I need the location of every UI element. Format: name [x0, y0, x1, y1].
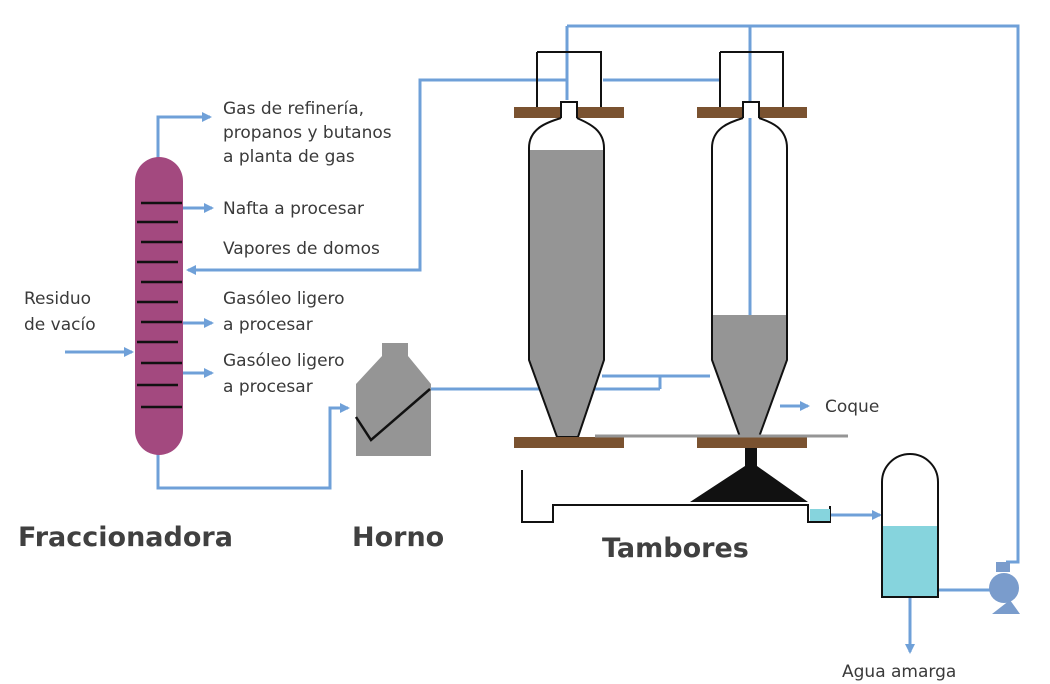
- coke-pit: [521, 448, 831, 523]
- tambores-title: Tambores: [602, 533, 749, 564]
- gasoleo2-label-line2: a procesar: [223, 377, 313, 397]
- agua-amarga-label: Agua amarga: [842, 662, 956, 682]
- overhead-header: [567, 24, 1020, 564]
- bottoms-to-furnace-pipe: [156, 403, 350, 490]
- gasoleo1-label-line1: Gasóleo ligero: [223, 289, 345, 309]
- gas-label-line2: propanos y butanos: [223, 123, 392, 143]
- residuo-label-line2: de vacío: [24, 315, 96, 335]
- coke-drum-1: [514, 51, 624, 448]
- gasoleo2-label-line1: Gasóleo ligero: [223, 351, 345, 371]
- pump-icon: [989, 562, 1020, 614]
- vapores-label: Vapores de domos: [223, 239, 380, 259]
- residuo-label-line1: Residuo: [24, 289, 91, 309]
- vapores-pipe: [186, 78, 567, 275]
- coke-drum-2: [697, 51, 807, 448]
- furnace: [354, 343, 431, 456]
- gas-label-line1: Gas de refinería,: [223, 99, 364, 119]
- nafta-label: Nafta a procesar: [223, 199, 364, 219]
- gas-label-line3: a planta de gas: [223, 147, 355, 167]
- gas-outlet-pipe: [156, 112, 212, 160]
- fractionator-column: [135, 157, 183, 455]
- coque-label: Coque: [825, 397, 879, 417]
- gasoleo1-label-line2: a procesar: [223, 315, 313, 335]
- pipes: [65, 24, 1020, 654]
- fraccionadora-title: Fraccionadora: [18, 522, 233, 553]
- water-separator: [881, 453, 939, 598]
- horno-title: Horno: [352, 522, 444, 553]
